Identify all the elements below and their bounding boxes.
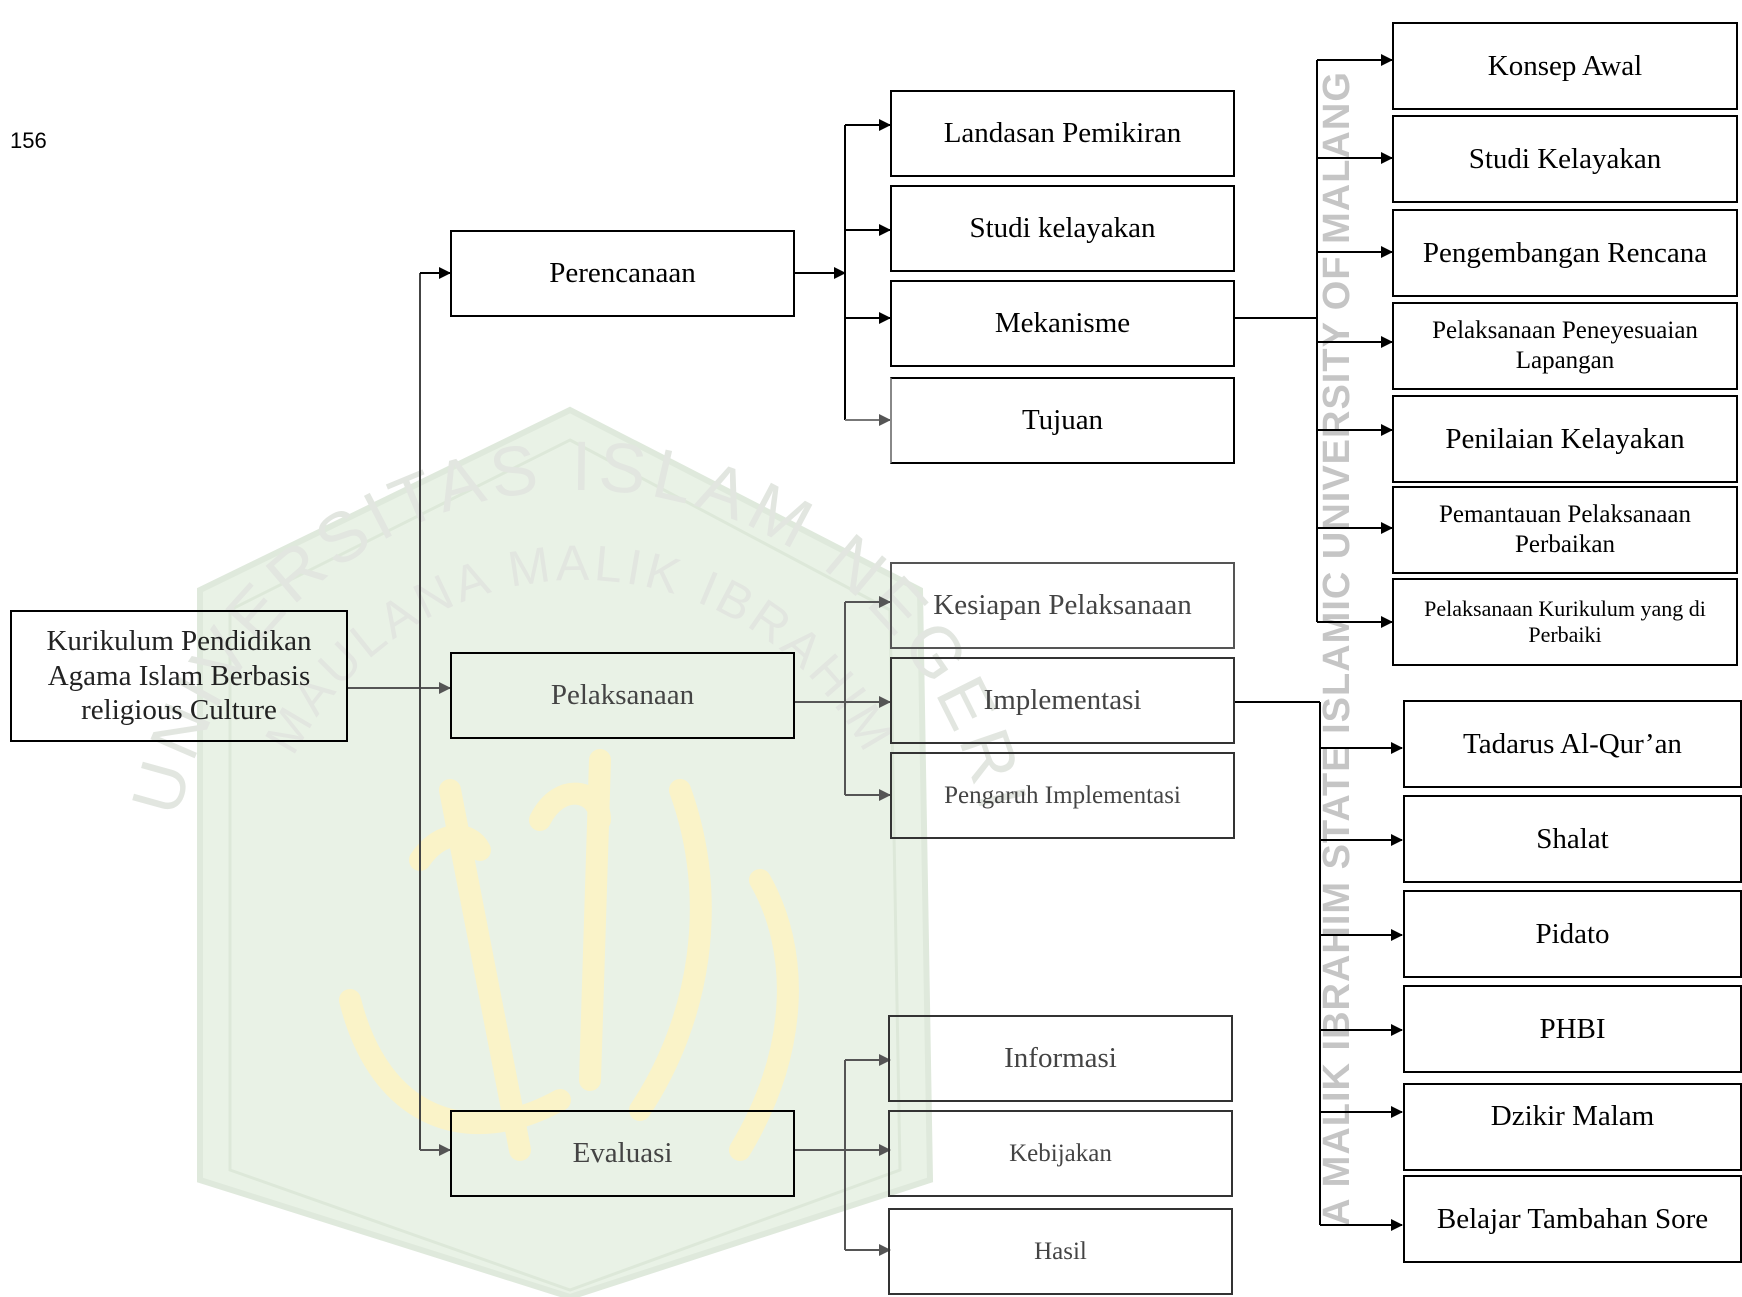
activity-label: PHBI	[1539, 1012, 1606, 1045]
node-label: Studi kelayakan	[969, 212, 1156, 245]
node-hasil: Hasil	[888, 1208, 1233, 1295]
node-pengaruh-implementasi: Pengaruh Implementasi	[890, 752, 1235, 839]
branch-evaluasi: Evaluasi	[450, 1110, 795, 1197]
activity-label: Belajar Tambahan Sore	[1436, 1202, 1709, 1235]
activity-dzikir-malam: Dzikir Malam	[1403, 1083, 1742, 1171]
node-label: Informasi	[1004, 1042, 1117, 1075]
activity-label: Tadarus Al-Qur’an	[1463, 727, 1682, 760]
branch-pelaksanaan: Pelaksanaan	[450, 652, 795, 739]
step-pelaksanaan-kurikulum: Pelaksanaan Kurikulum yang di Perbaiki	[1392, 578, 1738, 666]
step-konsep-awal: Konsep Awal	[1392, 22, 1738, 110]
watermark-vertical-text: A MALIK IBRAHIM STATE ISLAMIC UNIVERSITY…	[1316, 71, 1358, 1226]
node-studi-kelayakan: Studi kelayakan	[890, 185, 1235, 272]
node-label: Pengaruh Implementasi	[944, 781, 1181, 809]
activity-phbi: PHBI	[1403, 985, 1742, 1073]
root-node: Kurikulum Pendidikan Agama Islam Berbasi…	[10, 610, 348, 742]
step-label: Pelaksanaan Kurikulum yang di Perbaiki	[1424, 595, 1706, 647]
branch-label: Pelaksanaan	[550, 679, 695, 712]
page-number: 156	[10, 128, 47, 153]
root-node-label: Kurikulum Pendidikan Agama Islam Berbasi…	[46, 624, 312, 727]
step-label: Pengembangan Rencana	[1422, 236, 1708, 269]
node-label: Mekanisme	[994, 307, 1131, 340]
node-kesiapan-pelaksanaan: Kesiapan Pelaksanaan	[890, 562, 1235, 649]
activity-label: Dzikir Malam	[1490, 1100, 1655, 1132]
node-label: Kebijakan	[1009, 1139, 1112, 1167]
step-label: Penilaian Kelayakan	[1445, 422, 1685, 455]
node-label: Hasil	[1034, 1237, 1087, 1265]
step-pengembangan-rencana: Pengembangan Rencana	[1392, 209, 1738, 297]
step-label: Pelaksanaan Peneyesuaian Lapangan	[1432, 317, 1698, 374]
node-implementasi: Implementasi	[890, 657, 1235, 744]
branch-label: Perencanaan	[549, 257, 696, 290]
node-landasan-pemikiran: Landasan Pemikiran	[890, 90, 1235, 177]
activity-label: Shalat	[1536, 822, 1609, 855]
step-label: Studi Kelayakan	[1468, 142, 1662, 175]
activity-tadarus: Tadarus Al-Qur’an	[1403, 700, 1742, 788]
calligraphy-motif	[339, 749, 799, 1161]
step-label: Konsep Awal	[1487, 49, 1643, 82]
step-studi-kelayakan: Studi Kelayakan	[1392, 115, 1738, 203]
node-informasi: Informasi	[888, 1015, 1233, 1102]
activity-pidato: Pidato	[1403, 890, 1742, 978]
node-label: Kesiapan Pelaksanaan	[933, 589, 1192, 622]
step-label: Pemantauan Pelaksanaan Perbaikan	[1439, 501, 1691, 558]
node-tujuan: Tujuan	[890, 377, 1235, 464]
node-kebijakan: Kebijakan	[888, 1110, 1233, 1197]
activity-shalat: Shalat	[1403, 795, 1742, 883]
step-pelaksanaan-penyesuaian-lapangan: Pelaksanaan Peneyesuaian Lapangan	[1392, 302, 1738, 390]
node-mekanisme: Mekanisme	[890, 280, 1235, 367]
node-label: Tujuan	[1021, 404, 1104, 437]
activity-label: Pidato	[1535, 917, 1610, 950]
node-label: Implementasi	[983, 684, 1142, 717]
step-penilaian-kelayakan: Penilaian Kelayakan	[1392, 395, 1738, 483]
node-label: Landasan Pemikiran	[943, 117, 1182, 150]
activity-belajar-tambahan-sore: Belajar Tambahan Sore	[1403, 1175, 1742, 1263]
branch-perencanaan: Perencanaan	[450, 230, 795, 317]
step-pemantauan-pelaksanaan-perbaikan: Pemantauan Pelaksanaan Perbaikan	[1392, 486, 1738, 574]
branch-label: Evaluasi	[572, 1137, 673, 1170]
